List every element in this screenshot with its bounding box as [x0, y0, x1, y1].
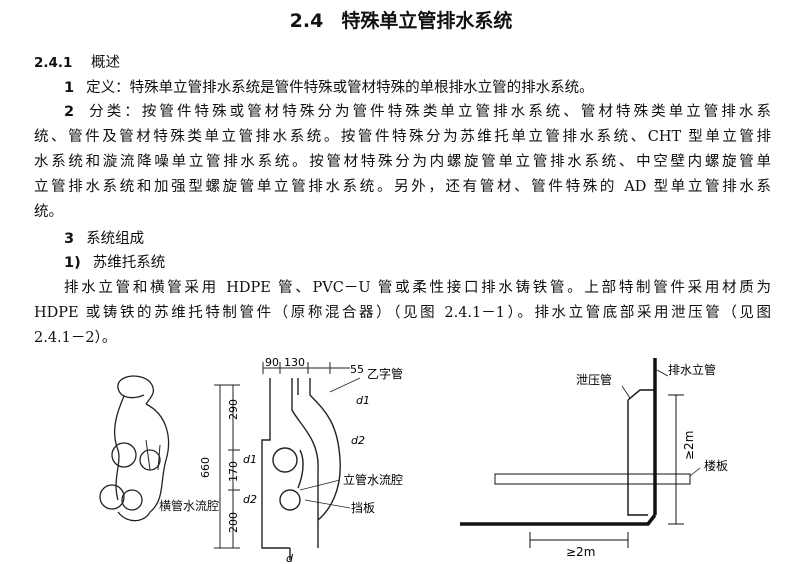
fitting-3d-sketch: [99, 375, 170, 522]
section-number: 2.4.1: [34, 55, 73, 71]
para2-line-4: 统。: [34, 204, 63, 220]
subitem-1: 1) 苏维托系统: [64, 253, 165, 273]
item-2: 2 分类：按管件特殊或管材特殊分为管件特殊类单立管排水系统、管材特殊类单立管排水系: [64, 102, 771, 122]
top-dimensions: [262, 362, 350, 374]
section-heading: 2.4.1 概述: [34, 53, 120, 73]
title-text: 特殊单立管排水系统: [341, 10, 513, 32]
dim-top-130: 130: [284, 356, 305, 369]
bottom-d-label: d: [286, 552, 294, 564]
item-3-number: 3: [64, 231, 75, 247]
riser-label: 排水立管: [668, 362, 716, 377]
baffle-label: 挡板: [351, 501, 375, 515]
page-title: 2.4 特殊单立管排水系统: [0, 6, 802, 33]
leader-lines: [299, 377, 361, 509]
item-1-text: 定义：特殊单立管排水系统是管件特殊或管材特殊的单根排水立管的排水系统。: [86, 80, 594, 96]
item-3-text: 系统组成: [86, 231, 145, 247]
dim-top-55: 55: [350, 363, 364, 376]
item-3: 3 系统组成: [64, 229, 144, 249]
zigzag-pipe-label: 乙字管: [367, 366, 403, 381]
item-2-number: 2: [64, 104, 75, 120]
subitem-1-number: 1): [64, 255, 81, 271]
para3-line-2: HDPE 或铸铁的苏维托特制管件（原称混合器）（见图 2.4.1－1）。排水立管…: [34, 305, 771, 321]
title-number: 2.4: [289, 10, 324, 32]
section-label: 概述: [91, 55, 121, 71]
relief-pipe-figure: 排水立管 泄压管 楼板 ≥2m ≥2m: [460, 358, 728, 559]
floor-slab-label: 楼板: [704, 458, 728, 473]
para3-line-1: 排水立管和横管采用 HDPE 管、PVC－U 管或柔性接口排水铸铁管。上部特制管…: [64, 280, 771, 296]
dim-left-200: 200: [227, 512, 240, 533]
sovent-fitting-figure: 横管水流腔 90 130 55 290 660 170 200 d1 d2: [99, 356, 403, 564]
item-1-number: 1: [64, 80, 75, 96]
dim-left-170: 170: [227, 461, 240, 482]
fitting-section: [261, 378, 341, 560]
para3-line-3: 2.4.1－2）。: [34, 330, 117, 346]
horizontal-chamber-label: 横管水流腔: [159, 498, 219, 513]
d1-left-label: d1: [243, 453, 257, 466]
item-2-text: 分类：按管件特殊或管材特殊分为管件特殊类单立管排水系统、管材特殊类单立管排水系: [86, 104, 771, 120]
dim-top-90: 90: [265, 356, 279, 369]
vertical-dim-label: ≥2m: [682, 431, 696, 460]
relief-pipe-label: 泄压管: [576, 372, 612, 387]
para2-line-3: 立管排水系统和加强型螺旋管单立管排水系统。另外，还有管材、管件特殊的 AD 型单…: [34, 179, 771, 195]
para2-line-1: 统、管件及管材特殊类单立管排水系统。按管件特殊分为苏维托单立管排水系统、CHT …: [34, 129, 771, 145]
subitem-1-text: 苏维托系统: [92, 255, 166, 271]
d2-label: d2: [351, 434, 365, 447]
item-1: 1 定义：特殊单立管排水系统是管件特殊或管材特殊的单根排水立管的排水系统。: [64, 78, 594, 98]
left-dimensions: [214, 384, 240, 549]
d1-label: d1: [356, 394, 370, 407]
dim-left-660: 660: [199, 457, 212, 478]
horizontal-dim-label: ≥2m: [566, 545, 595, 559]
dim-left-290: 290: [227, 399, 240, 420]
relief-pipe-drawing: [460, 358, 701, 548]
riser-chamber-label: 立管水流腔: [343, 472, 403, 487]
para2-line-2: 水系统和漩流降噪单立管排水系统。按管材特殊分为内螺旋管单立管排水系统、中空壁内螺…: [34, 154, 771, 170]
d2-left-label: d2: [243, 493, 257, 506]
